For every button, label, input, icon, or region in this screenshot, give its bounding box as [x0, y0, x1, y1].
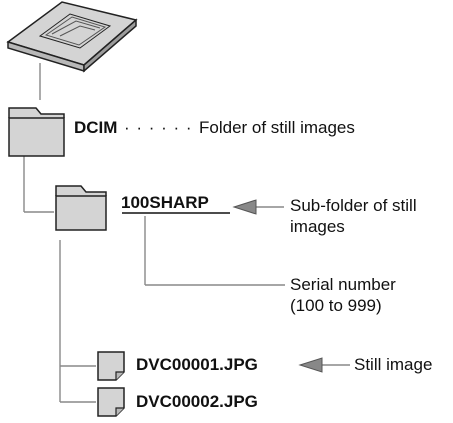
serial-number-label: Serial number	[290, 275, 396, 294]
serial-number-range: (100 to 999)	[290, 296, 382, 315]
folder-icon	[55, 185, 107, 231]
folder-icon	[8, 107, 65, 157]
file-icon	[97, 387, 125, 417]
tree-lines	[23, 63, 350, 403]
file-name-2: DVC00002.JPG	[136, 392, 258, 411]
subfolder-name: 100SHARP	[121, 193, 209, 212]
subfolder-description-line1: Sub-folder of still	[290, 196, 417, 215]
memory-card-icon	[6, 1, 138, 73]
file-icon	[97, 351, 125, 381]
left-arrow-icon	[232, 199, 257, 215]
dcim-folder-description: Folder of still images	[199, 118, 355, 137]
left-arrow-icon	[298, 357, 323, 373]
file-note-1: Still image	[354, 355, 433, 374]
file-name-1: DVC00001.JPG	[136, 355, 258, 374]
dcim-leader-dots: · · · · · ·	[124, 118, 193, 137]
subfolder-description-line2: images	[290, 217, 345, 236]
dcim-folder-name: DCIM	[74, 118, 118, 137]
